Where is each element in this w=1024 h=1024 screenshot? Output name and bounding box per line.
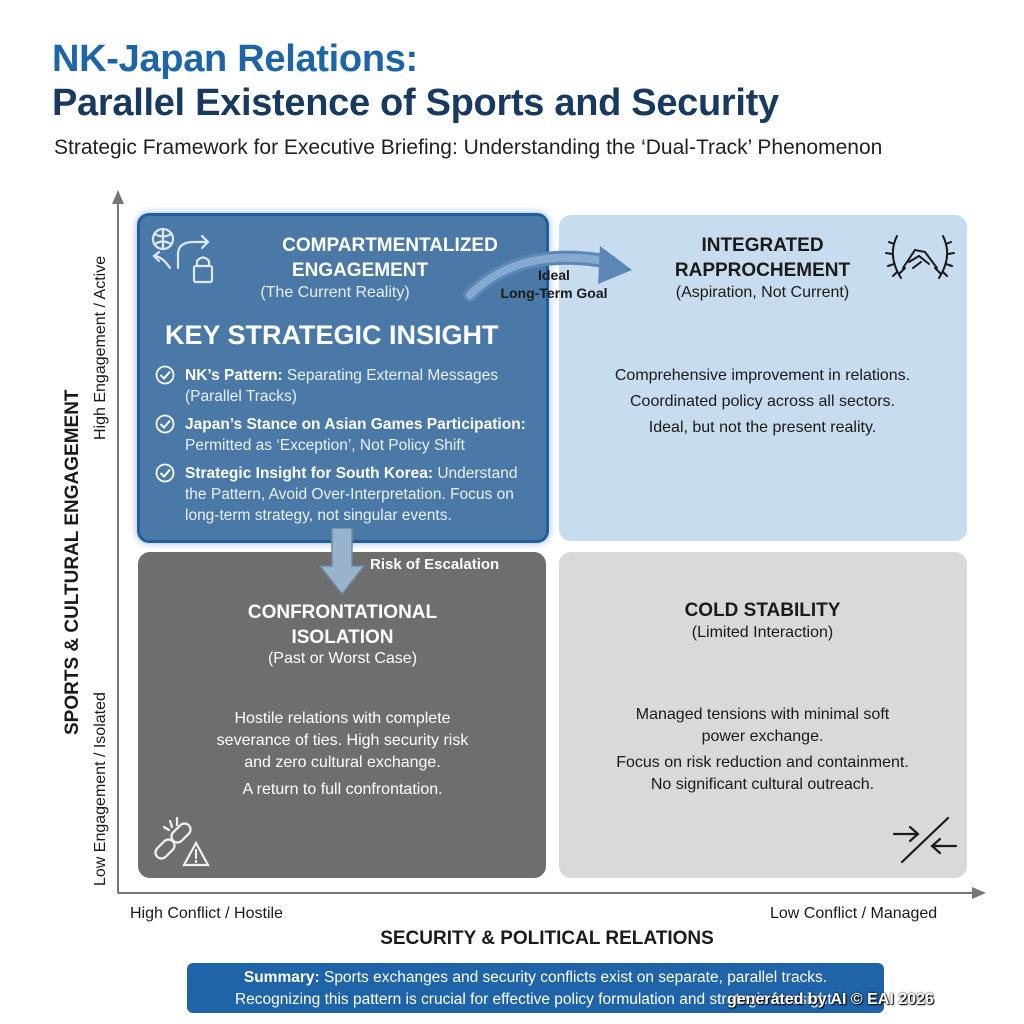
page-title-line2: Parallel Existence of Sports and Securit…	[52, 82, 779, 124]
quadrant-cold-stability	[559, 552, 967, 878]
insight-item-2-bold: Japan’s Stance on Asian Games Participat…	[185, 416, 526, 433]
quadrant-tr-body-line1: Comprehensive improvement in relations.	[614, 367, 911, 384]
insight-item-2: Japan’s Stance on Asian Games Participat…	[155, 414, 540, 456]
risk-escalation-arrow	[318, 528, 366, 596]
quadrant-tr-body-line3: Ideal, but not the present reality.	[648, 419, 877, 436]
x-axis-title: SECURITY & POLITICAL RELATIONS	[380, 928, 714, 949]
quadrant-tl-title-line2: ENGAGEMENT	[291, 260, 429, 281]
handshake-laurel-icon	[885, 235, 955, 279]
quadrant-bl-title-line1: CONFRONTATIONAL	[247, 602, 438, 623]
check-circle-icon	[155, 463, 175, 483]
key-insight-title: KEY STRATEGIC INSIGHT	[165, 320, 499, 350]
quadrant-br-body: Managed tensions with minimal soft power…	[570, 704, 955, 796]
summary-line2: Recognizing this pattern is crucial for …	[234, 991, 837, 1008]
quadrant-confrontational-isolation	[138, 552, 546, 878]
y-axis-high-label: High Engagement / Active	[92, 255, 109, 440]
quadrant-br-body-line1: Managed tensions with minimal soft	[635, 706, 890, 723]
quadrant-br-title: COLD STABILITY	[684, 600, 841, 621]
insight-item-3-text: Understand the Pattern, Avoid Over-Inter…	[185, 465, 518, 524]
quadrant-bl-title-line2: ISOLATION	[291, 627, 394, 648]
quadrant-tr-subtitle: (Aspiration, Not Current)	[675, 284, 850, 301]
broken-chain-warning-icon	[154, 816, 210, 867]
quadrant-tr-title: INTEGRATED RAPPROCHEMENT	[610, 233, 915, 283]
insight-item-3: Strategic Insight for South Korea: Under…	[155, 463, 540, 526]
insight-item-2-text: Permitted as ‘Exception’, Not Policy Shi…	[185, 437, 465, 454]
quadrant-bl-body-line3: and zero cultural exchange.	[244, 754, 441, 771]
ideal-arrow-label-line1: Ideal	[538, 267, 570, 283]
quadrant-tl-title: COMPARTMENTALIZED ENGAGEMENT	[210, 233, 570, 283]
quadrant-tr-title-line1: INTEGRATED	[701, 235, 824, 256]
insight-item-3-bold: Strategic Insight for South Korea:	[185, 465, 434, 482]
insight-item-1: NK’s Pattern: Separating External Messag…	[155, 365, 540, 407]
y-axis-title: SPORTS & CULTURAL ENGAGEMENT	[62, 389, 83, 735]
quadrant-br-body-line3: Focus on risk reduction and containment.	[616, 754, 909, 771]
x-axis-arrowhead	[972, 887, 986, 899]
quadrant-tl-subtitle: (The Current Reality)	[260, 284, 410, 301]
quadrant-bl-title: CONFRONTATIONAL ISOLATION	[170, 600, 515, 650]
x-axis-left-label: High Conflict / Hostile	[130, 905, 283, 922]
quadrant-br-body-line2: power exchange.	[701, 728, 824, 745]
page-title-line1: NK-Japan Relations:	[52, 38, 418, 80]
risk-escalation-label: Risk of Escalation	[370, 556, 500, 573]
watermark: generated by AI © EAI 2026	[727, 991, 934, 1008]
summary-bar: Summary: Sports exchanges and security c…	[187, 963, 884, 1013]
ideal-arrow-label: Ideal Long-Term Goal	[494, 266, 614, 302]
page-subtitle: Strategic Framework for Executive Briefi…	[54, 136, 883, 159]
quadrant-br-body-line4: No significant cultural outreach.	[650, 776, 875, 793]
ideal-arrow	[463, 246, 632, 302]
quadrant-tr-body: Comprehensive improvement in relations. …	[570, 363, 955, 441]
ideal-arrow-label-line2: Long-Term Goal	[500, 285, 608, 301]
x-axis-right-label: Low Conflict / Managed	[770, 905, 938, 922]
quadrant-bl-body-line1: Hostile relations with complete	[234, 710, 451, 727]
quadrant-tr-title-line2: RAPPROCHEMENT	[674, 260, 851, 281]
quadrant-bl-body-line4: A return to full confrontation.	[242, 781, 443, 798]
quadrant-tr-body-line2: Coordinated policy across all sectors.	[629, 393, 895, 410]
sports-paths-lock-icon	[151, 227, 214, 284]
quadrant-br-subtitle: (Limited Interaction)	[691, 624, 834, 641]
insight-item-1-text: Separating External Messages (Parallel T…	[185, 367, 499, 405]
y-axis-arrowhead	[112, 190, 124, 204]
opposing-arrows-icon	[892, 816, 958, 864]
insight-item-1-bold: NK’s Pattern:	[185, 367, 283, 384]
y-axis-low-label: Low Engagement / Isolated	[92, 692, 109, 886]
quadrant-tl-title-line1: COMPARTMENTALIZED	[282, 235, 498, 256]
quadrant-bl-body: Hostile relations with complete severanc…	[160, 708, 525, 801]
quadrant-bl-subtitle: (Past or Worst Case)	[267, 650, 418, 667]
summary-label: Summary:	[243, 969, 320, 986]
summary-line1: Sports exchanges and security conflicts …	[319, 969, 828, 986]
check-circle-icon	[155, 365, 175, 385]
check-circle-icon	[155, 414, 175, 434]
quadrant-bl-body-line2: severance of ties. High security risk	[216, 732, 469, 749]
